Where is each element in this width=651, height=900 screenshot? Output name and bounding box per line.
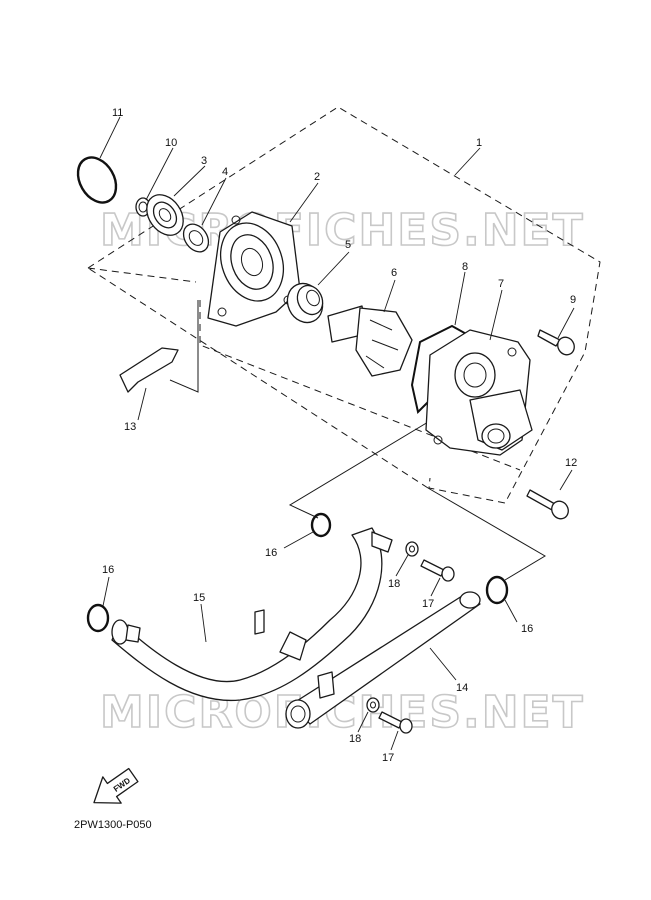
bracket-13 (119, 347, 179, 393)
pipe-15 (111, 527, 393, 702)
assembly-boundary (87, 106, 601, 504)
impeller-shaft-6 (327, 305, 413, 377)
connector-line-right (427, 487, 546, 581)
callout-2: 2 (314, 171, 320, 183)
callout-16-right: 16 (521, 623, 533, 635)
o-ring-16-top (310, 512, 332, 538)
callout-15: 15 (193, 592, 205, 604)
callout-14: 14 (456, 682, 468, 694)
o-ring-11 (76, 156, 118, 204)
bolt-9 (537, 329, 575, 356)
seal-4 (182, 223, 210, 253)
callout-13: 13 (124, 421, 136, 433)
callout-12: 12 (565, 457, 577, 469)
callout-16-left: 16 (102, 564, 114, 576)
callout-8: 8 (462, 261, 468, 273)
callout-17-upper: 17 (422, 598, 434, 610)
connector-line-13 (169, 300, 199, 393)
callout-7: 7 (498, 278, 504, 290)
callout-9: 9 (570, 294, 576, 306)
bolt-17-upper (420, 559, 455, 582)
bearing-3 (146, 194, 184, 236)
callout-18-upper: 18 (388, 578, 400, 590)
bolt-12 (526, 489, 569, 520)
pump-cover-7 (425, 329, 533, 456)
mechanical-seal-5 (286, 282, 324, 324)
callout-4: 4 (222, 166, 228, 178)
fwd-arrow: FWD (93, 767, 139, 804)
callout-6: 6 (391, 267, 397, 279)
callout-11: 11 (112, 107, 123, 119)
pipe-14 (285, 591, 481, 729)
callout-10: 10 (165, 137, 177, 149)
washer-18-upper (405, 541, 419, 557)
pump-body-2 (207, 211, 301, 327)
o-ring-16-right (485, 575, 509, 605)
o-ring-16-left (86, 603, 110, 633)
assembly-boundary-lower (199, 300, 521, 471)
callout-1: 1 (476, 137, 482, 149)
diagram-code: 2PW1300-P050 (74, 819, 152, 831)
callout-17-lower: 17 (382, 752, 394, 764)
connector-line-left (288, 391, 479, 519)
callout-16-top: 16 (265, 547, 277, 559)
leader-lines (99, 116, 575, 751)
callout-3: 3 (201, 155, 207, 167)
bolt-17-lower (378, 711, 413, 734)
callout-5: 5 (345, 239, 351, 251)
washer-18-lower (366, 697, 380, 713)
callout-18-lower: 18 (349, 733, 361, 745)
